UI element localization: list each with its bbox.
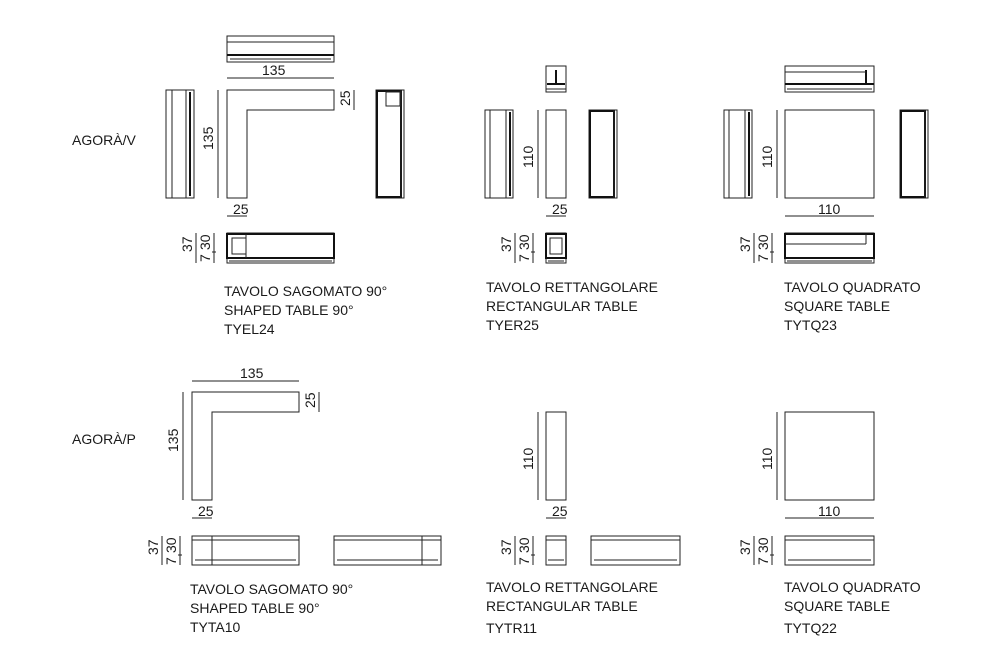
tyta10-dim-depth: 135 bbox=[165, 428, 181, 452]
tyta10-name-en: SHAPED TABLE 90° bbox=[190, 600, 320, 616]
tyta10-name-it: TAVOLO SAGOMATO 90° bbox=[190, 581, 353, 597]
tytr11-dim-h1: 37 bbox=[498, 539, 514, 555]
tyer25-code: TYER25 bbox=[486, 317, 539, 333]
tytq22-dim-h2: 7 bbox=[755, 557, 771, 565]
tytq23-front-elevation bbox=[784, 232, 875, 264]
tytq22-dim-length: 110 bbox=[759, 447, 775, 470]
tytr11-drawing: 110 25 37 7 30 TAVOLO RETTANGOLARE RECTA… bbox=[486, 411, 681, 636]
tyer25-front-elevation bbox=[545, 232, 567, 264]
tytr11-dim-h2: 7 bbox=[516, 557, 532, 565]
tytr11-dim-length: 110 bbox=[520, 447, 536, 470]
tyer25-dim-width: 25 bbox=[552, 201, 568, 217]
tyel24-plan bbox=[226, 89, 335, 199]
tytr11-plan bbox=[545, 411, 567, 501]
tyta10-drawing: 135 135 25 25 37 7 30 TAVOLO SAGOMATO 90… bbox=[145, 365, 442, 635]
tyta10-dim-h2: 7 bbox=[163, 557, 179, 565]
tytq23-dim-h2: 7 bbox=[755, 254, 771, 262]
tyel24-drawing: 135 135 25 25 bbox=[165, 35, 405, 337]
tytq23-name-en: SQUARE TABLE bbox=[784, 298, 890, 314]
tytq23-plan bbox=[784, 109, 875, 199]
tytq22-dim-h1: 37 bbox=[737, 539, 753, 555]
tyel24-name-en: SHAPED TABLE 90° bbox=[224, 302, 354, 318]
tyta10-dim-width: 135 bbox=[240, 365, 264, 381]
tyta10-plan bbox=[191, 391, 300, 501]
tytq23-dim-length: 110 bbox=[759, 145, 775, 168]
tytq23-left-elevation bbox=[723, 109, 753, 199]
tytq22-drawing: 110 110 37 7 30 TAVOLO QUADRATO SQUARE T… bbox=[737, 411, 921, 636]
tyta10-dim-h3: 30 bbox=[163, 537, 179, 553]
tyta10-side-elevation bbox=[333, 535, 442, 566]
tyel24-dim-arm: 25 bbox=[337, 90, 353, 106]
tyer25-dim-length: 110 bbox=[520, 145, 536, 168]
tytr11-dim-width: 25 bbox=[552, 503, 568, 519]
tytq23-dim-width: 110 bbox=[818, 201, 841, 217]
tytq23-right-elevation bbox=[899, 109, 929, 199]
tyel24-name-it: TAVOLO SAGOMATO 90° bbox=[224, 283, 387, 299]
tyel24-dim-arm2: 25 bbox=[233, 201, 249, 217]
tyel24-dim-h3: 30 bbox=[197, 234, 213, 250]
tytr11-code: TYTR11 bbox=[486, 620, 537, 636]
tyta10-dim-arm2: 25 bbox=[198, 503, 214, 519]
tyel24-dim-h2: 7 bbox=[197, 254, 213, 262]
tytr11-front-elevation bbox=[545, 535, 567, 566]
tytq23-top-elevation bbox=[784, 65, 875, 93]
tyta10-dim-h1: 37 bbox=[145, 539, 161, 555]
tyel24-code: TYEL24 bbox=[224, 321, 275, 337]
tyel24-right-elevation bbox=[375, 89, 405, 199]
tyer25-drawing: 110 25 37 7 30 TAVOLO RETTANGOLARE RECTA… bbox=[484, 65, 658, 333]
tyer25-dim-h2: 7 bbox=[516, 254, 532, 262]
tyer25-dim-h1: 37 bbox=[498, 236, 514, 252]
tytr11-name-it: TAVOLO RETTANGOLARE bbox=[486, 579, 658, 595]
tytq23-name-it: TAVOLO QUADRATO bbox=[784, 279, 921, 295]
tyer25-name-en: RECTANGULAR TABLE bbox=[486, 298, 638, 314]
tyer25-right-elevation bbox=[588, 109, 618, 199]
tyel24-dim-width: 135 bbox=[262, 62, 286, 78]
tyer25-top-elevation bbox=[545, 65, 567, 93]
tytq22-plan bbox=[784, 411, 875, 501]
tyel24-top-elevation bbox=[226, 35, 335, 63]
tyel24-left-elevation bbox=[165, 89, 195, 199]
tytr11-name-en: RECTANGULAR TABLE bbox=[486, 598, 638, 614]
tytq23-drawing: 110 110 37 7 30 TAVOLO QUADRATO SQUARE T… bbox=[723, 65, 929, 333]
tytq22-dim-h3: 30 bbox=[755, 537, 771, 553]
tytq23-dim-h3: 30 bbox=[755, 234, 771, 250]
row-label-agora-v: AGORÀ/V bbox=[72, 132, 136, 148]
tyer25-plan bbox=[545, 109, 567, 199]
tyel24-dim-h1: 37 bbox=[179, 236, 195, 252]
tytq23-dim-h1: 37 bbox=[737, 236, 753, 252]
row-label-agora-p: AGORÀ/P bbox=[72, 431, 136, 447]
tytq22-name-it: TAVOLO QUADRATO bbox=[784, 579, 921, 595]
tyel24-front-elevation bbox=[226, 232, 335, 264]
tyer25-name-it: TAVOLO RETTANGOLARE bbox=[486, 279, 658, 295]
tytq22-name-en: SQUARE TABLE bbox=[784, 598, 890, 614]
tytq22-code: TYTQ22 bbox=[784, 620, 837, 636]
tyta10-front-elevation bbox=[191, 535, 300, 566]
tyer25-left-elevation bbox=[484, 109, 514, 199]
tyta10-dim-arm: 25 bbox=[302, 392, 318, 408]
tytq22-front-elevation bbox=[784, 535, 875, 566]
tyel24-dim-depth: 135 bbox=[200, 126, 216, 150]
tytq22-dim-width: 110 bbox=[818, 503, 841, 519]
tyta10-code: TYTA10 bbox=[190, 619, 241, 635]
tytq23-code: TYTQ23 bbox=[784, 317, 837, 333]
tytr11-dim-h3: 30 bbox=[516, 537, 532, 553]
tyer25-dim-h3: 30 bbox=[516, 234, 532, 250]
tytr11-side-elevation bbox=[590, 535, 681, 566]
